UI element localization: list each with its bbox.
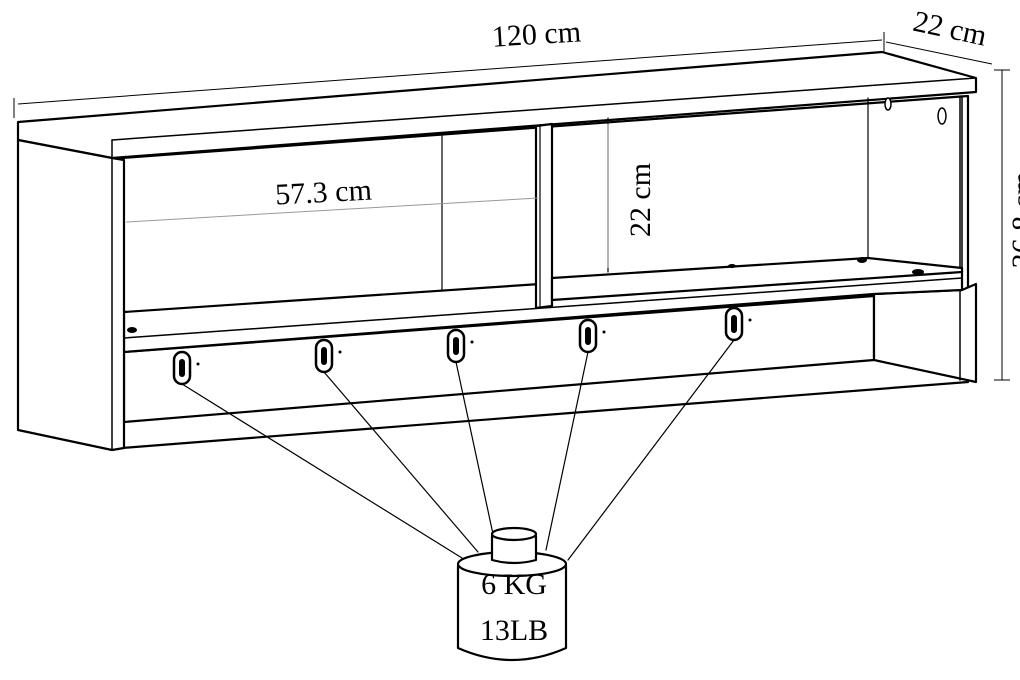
shelf-unit bbox=[16, 50, 978, 452]
left-side-panel bbox=[16, 138, 126, 452]
screw-hole bbox=[127, 327, 137, 333]
weight-icon bbox=[456, 526, 568, 662]
hook-icon bbox=[724, 306, 752, 342]
hooks bbox=[172, 306, 752, 386]
load-strings bbox=[181, 339, 735, 561]
depth-dimension-line bbox=[885, 41, 993, 65]
compartment-width-label: 57.3 cm bbox=[274, 174, 372, 212]
mounting-hole bbox=[884, 97, 892, 111]
hook-icon bbox=[314, 338, 342, 374]
middle-divider bbox=[534, 122, 554, 310]
hook-icon bbox=[446, 328, 474, 364]
width-label: 120 cm bbox=[491, 15, 582, 53]
compartment-width-guide bbox=[125, 197, 539, 223]
weight-metric-label: 6 KG bbox=[481, 568, 547, 601]
compartment-height-label: 22 cm bbox=[624, 163, 657, 237]
screw-hole bbox=[728, 264, 736, 268]
height-label: 36.8 cm bbox=[1006, 172, 1020, 269]
depth-label: 22 cm bbox=[910, 5, 989, 53]
screw-hole bbox=[857, 257, 867, 263]
hook-icon bbox=[172, 350, 200, 386]
hook-icon bbox=[578, 318, 606, 354]
weight-imperial-label: 13LB bbox=[480, 614, 548, 647]
width-dimension-line bbox=[13, 32, 885, 118]
screw-hole bbox=[912, 269, 924, 275]
height-dimension-line bbox=[994, 69, 1010, 381]
mounting-hole bbox=[937, 107, 947, 125]
